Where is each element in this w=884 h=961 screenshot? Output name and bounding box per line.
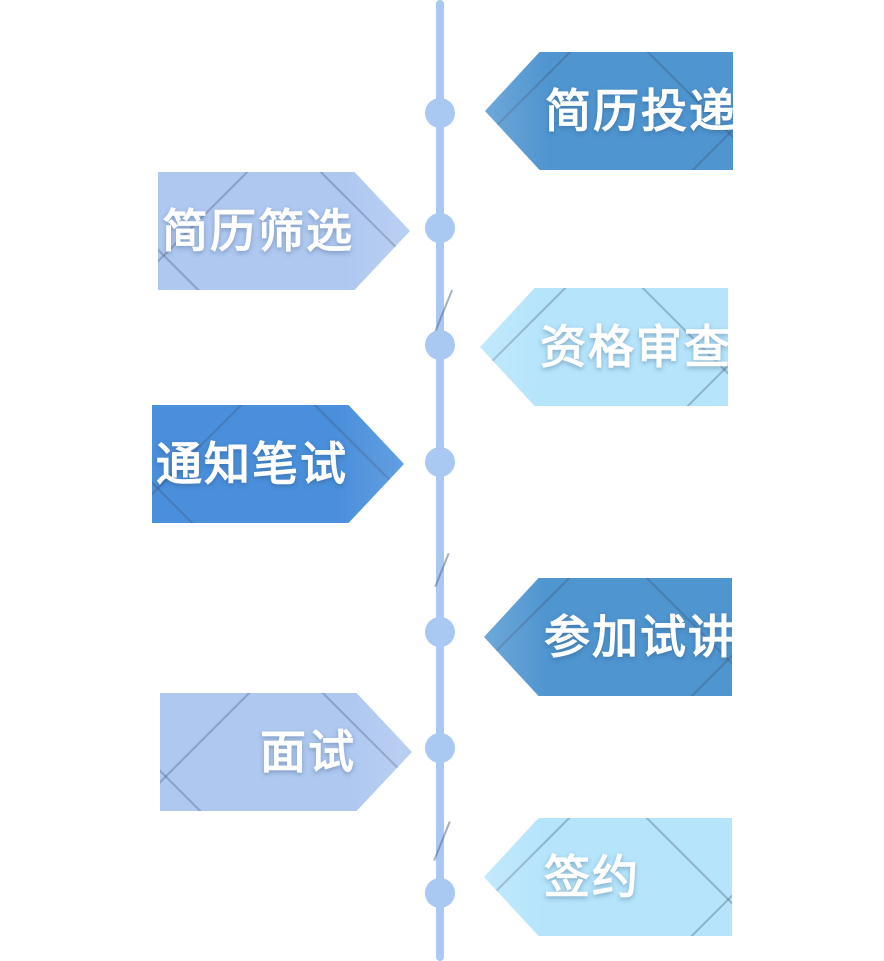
timeline-axis <box>436 0 444 961</box>
timeline-dot-2[interactable] <box>425 213 455 243</box>
step-chevron-3[interactable]: 资格审查 <box>480 288 728 406</box>
timeline-dot-3[interactable] <box>425 330 455 360</box>
step-chevron-6[interactable]: 面试 <box>160 693 412 811</box>
step-label-2: 简历筛选 <box>162 205 354 257</box>
step-chevron-1[interactable]: 简历投递 <box>485 52 733 170</box>
step-chevron-7[interactable]: 签约 <box>484 818 732 936</box>
step-chevron-5[interactable]: 参加试讲 <box>484 578 732 696</box>
step-label-5: 参加试讲 <box>544 611 732 663</box>
timeline-dot-6[interactable] <box>425 733 455 763</box>
step-label-1: 简历投递 <box>545 85 733 137</box>
step-label-3: 资格审查 <box>540 321 728 373</box>
step-label-6: 面试 <box>260 726 356 778</box>
step-label-7: 签约 <box>544 851 640 903</box>
timeline-dot-1[interactable] <box>425 98 455 128</box>
timeline-dot-4[interactable] <box>425 447 455 477</box>
step-label-4: 通知笔试 <box>156 438 348 490</box>
step-chevron-2[interactable]: 简历筛选 <box>158 172 410 290</box>
step-chevron-4[interactable]: 通知笔试 <box>152 405 404 523</box>
timeline-dot-5[interactable] <box>425 617 455 647</box>
timeline-dot-7[interactable] <box>425 878 455 908</box>
